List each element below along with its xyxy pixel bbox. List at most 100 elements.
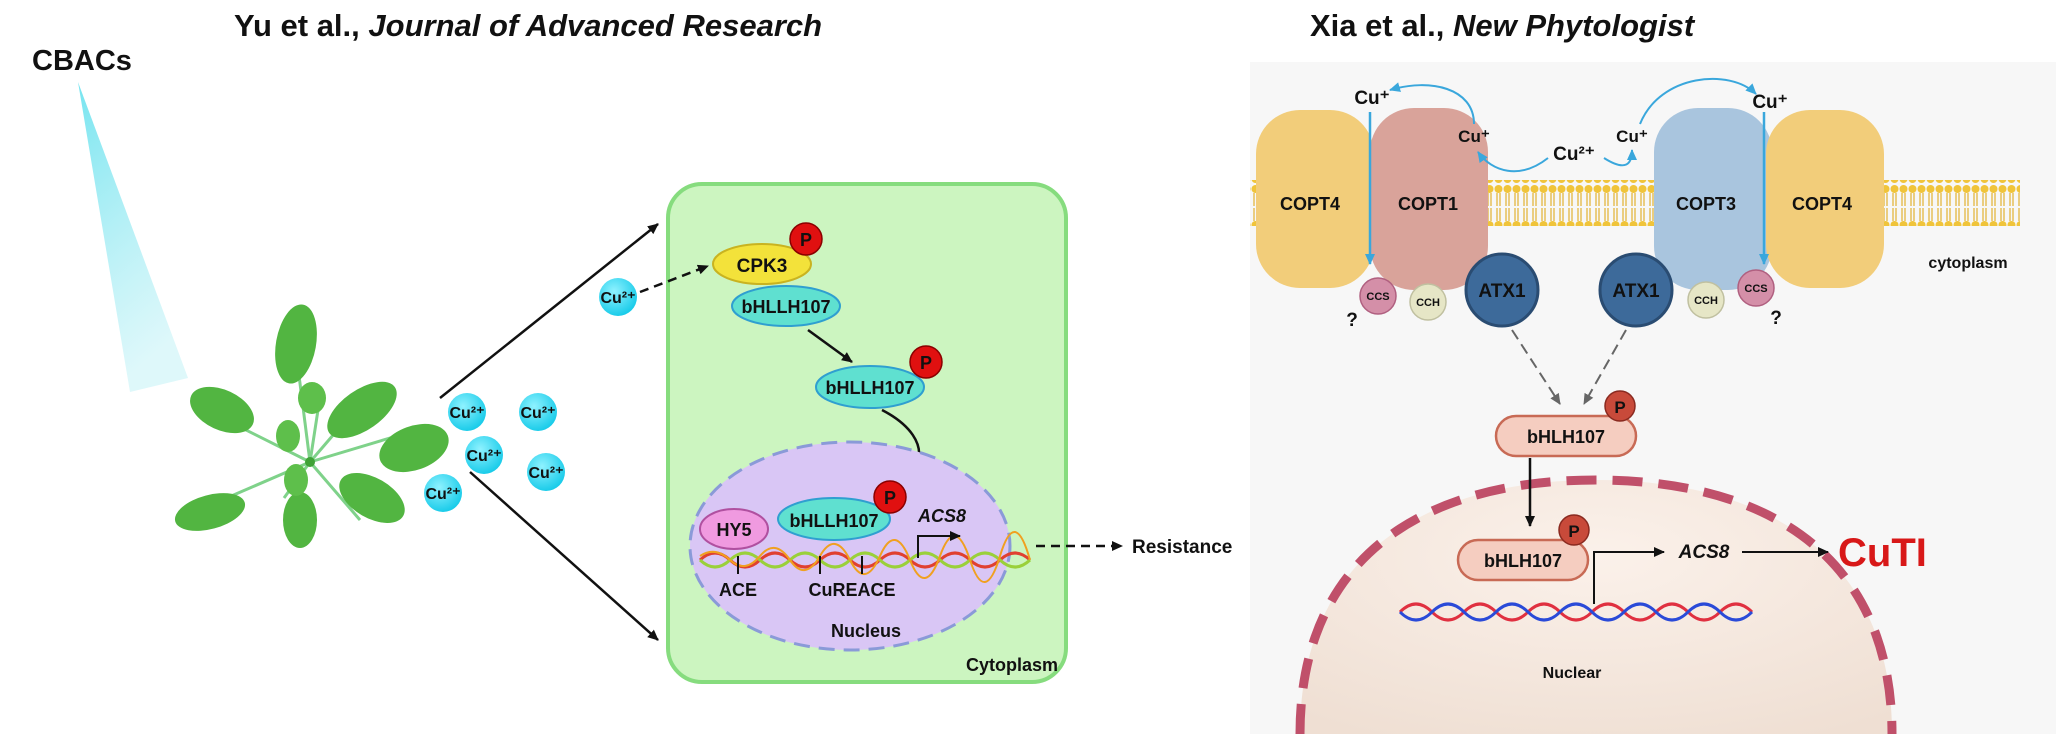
nucleus-left	[688, 440, 1012, 652]
ace-label: ACE	[719, 580, 757, 600]
copt4-label-left: COPT4	[1280, 194, 1340, 214]
cu-ion	[465, 436, 503, 474]
promoter-arrow-left	[917, 531, 961, 558]
atx1-chaperone-left	[1464, 252, 1540, 328]
copt4-transporter-left	[1256, 110, 1374, 288]
reduction-arrow-right-top	[1639, 77, 1757, 125]
nuclear-label: Nuclear	[1543, 665, 1602, 682]
header-left-journal: Journal of Advanced Research	[368, 8, 823, 43]
atx1-chaperone-right	[1598, 252, 1674, 328]
phospho-label: P	[884, 488, 896, 508]
promoter-arrow-right	[1593, 547, 1665, 604]
question-mark-right: ?	[1770, 308, 1782, 329]
reduction-arrow-left-bottom	[1477, 151, 1549, 173]
phospho-icon	[1604, 390, 1636, 422]
nucleus-label: Nucleus	[831, 621, 901, 641]
question-mark-left: ?	[1346, 310, 1358, 331]
phospho-label: P	[1568, 522, 1579, 541]
bhlh107-label-nucleus: bHLH107	[1484, 551, 1562, 571]
phospho-icon	[909, 345, 943, 379]
header-right-authors: Xia et al.,	[1310, 8, 1454, 43]
reduction-arrow-left-top	[1389, 82, 1475, 125]
atx1-signal-arrow-left	[1511, 329, 1561, 405]
dna-helix-left	[698, 531, 1032, 583]
bhlh107-protein-cytoplasm	[1494, 414, 1638, 458]
bhlh107-label-cytoplasm: bHLH107	[1527, 427, 1605, 447]
phospho-icon	[873, 480, 907, 514]
cch-chaperone-right	[1687, 281, 1725, 319]
cch-label-left: CCH	[1416, 297, 1440, 309]
header-left-authors: Yu et al.,	[234, 8, 369, 43]
header-right-journal: New Phytologist	[1453, 8, 1695, 43]
bhllh107-label-1: bHLLH107	[741, 297, 830, 317]
cu-ion-entering	[599, 278, 637, 316]
arrow-to-cell-top	[439, 223, 659, 399]
arrow-bhllh107-phospho	[807, 328, 853, 364]
cu-ion-label: Cu²⁺	[520, 405, 555, 422]
phospho-label: P	[1614, 398, 1625, 417]
phospho-icon	[1558, 514, 1590, 546]
bhlh107-protein-nucleus	[1456, 538, 1590, 582]
bhllh107-protein-2	[815, 365, 925, 409]
cu-ion-label: Cu²⁺	[449, 405, 484, 422]
cbacs-label: CBACs	[32, 45, 132, 77]
cu-ion-label: Cu²⁺	[425, 486, 460, 503]
cu-plus-label-mid-left: Cu⁺	[1458, 127, 1490, 146]
atx1-signal-arrow-right	[1583, 329, 1627, 405]
cuti-label: CuTI	[1838, 531, 1927, 575]
phospho-label: P	[920, 353, 932, 373]
cu-ion-group: Cu²⁺ Cu²⁺ Cu²⁺ Cu²⁺ Cu²⁺	[424, 393, 565, 512]
cu-ion	[424, 474, 462, 512]
cu2-plus-label: Cu²⁺	[1553, 144, 1595, 165]
ccs-chaperone-right	[1737, 269, 1775, 307]
cureace-label: CuREACE	[808, 580, 895, 600]
nuclear-envelope	[1295, 475, 1897, 734]
cu-plus-label-right: Cu⁺	[1752, 92, 1787, 113]
plant-illustration	[174, 304, 449, 548]
ccs-label-right: CCS	[1744, 283, 1767, 295]
cpk3-protein	[712, 243, 812, 285]
atx1-label-right: ATX1	[1612, 281, 1660, 302]
cu-ion	[448, 393, 486, 431]
bhllh107-protein-1	[731, 285, 841, 327]
atx1-label-left: ATX1	[1478, 281, 1526, 302]
light-beam	[78, 82, 188, 392]
dna-helix-right	[1398, 602, 1754, 622]
resistance-label: Resistance	[1132, 537, 1232, 558]
bhllh107-label-2: bHLLH107	[825, 378, 914, 398]
cu-ion-label: Cu²⁺	[466, 448, 501, 465]
cch-label-right: CCH	[1694, 295, 1718, 307]
ccs-label-left: CCS	[1366, 291, 1389, 303]
cytoplasm-label-left: Cytoplasm	[966, 655, 1058, 675]
copt1-label: COPT1	[1398, 194, 1458, 214]
bhllh107-label-3: bHLLH107	[789, 511, 878, 531]
cu-ion	[527, 453, 565, 491]
cu-plus-label-mid-right: Cu⁺	[1616, 127, 1648, 146]
cu-ion	[519, 393, 557, 431]
acs8-gene-label-left: ACS8	[917, 506, 966, 526]
copt3-label: COPT3	[1676, 194, 1736, 214]
cch-chaperone-left	[1409, 283, 1447, 321]
arrow-cu-to-cpk3	[639, 264, 709, 294]
cytoplasm-label-right: cytoplasm	[1928, 255, 2007, 272]
phospho-label: P	[800, 230, 812, 250]
bhllh107-protein-3	[777, 497, 891, 541]
copt3-transporter	[1654, 108, 1772, 290]
acs8-gene-label-right: ACS8	[1678, 542, 1730, 563]
cu-ion-label: Cu²⁺	[528, 465, 563, 482]
cu-plus-label-left: Cu⁺	[1354, 88, 1389, 109]
cpk3-label: CPK3	[737, 256, 788, 277]
copt4-label-right: COPT4	[1792, 194, 1852, 214]
ccs-chaperone-left	[1359, 277, 1397, 315]
header-left-citation: Yu et al., Journal of Advanced Research	[234, 8, 822, 44]
copt4-transporter-right	[1766, 110, 1884, 288]
hy5-protein	[699, 508, 769, 550]
hy5-label: HY5	[716, 520, 751, 540]
cu-ion-entering-label: Cu²⁺	[600, 290, 635, 307]
arrow-to-cell-bottom	[469, 471, 659, 641]
copt1-transporter	[1370, 108, 1488, 290]
phospho-icon	[789, 222, 823, 256]
header-right-citation: Xia et al., New Phytologist	[1310, 8, 1694, 44]
reduction-arrow-right-bottom	[1603, 149, 1637, 167]
